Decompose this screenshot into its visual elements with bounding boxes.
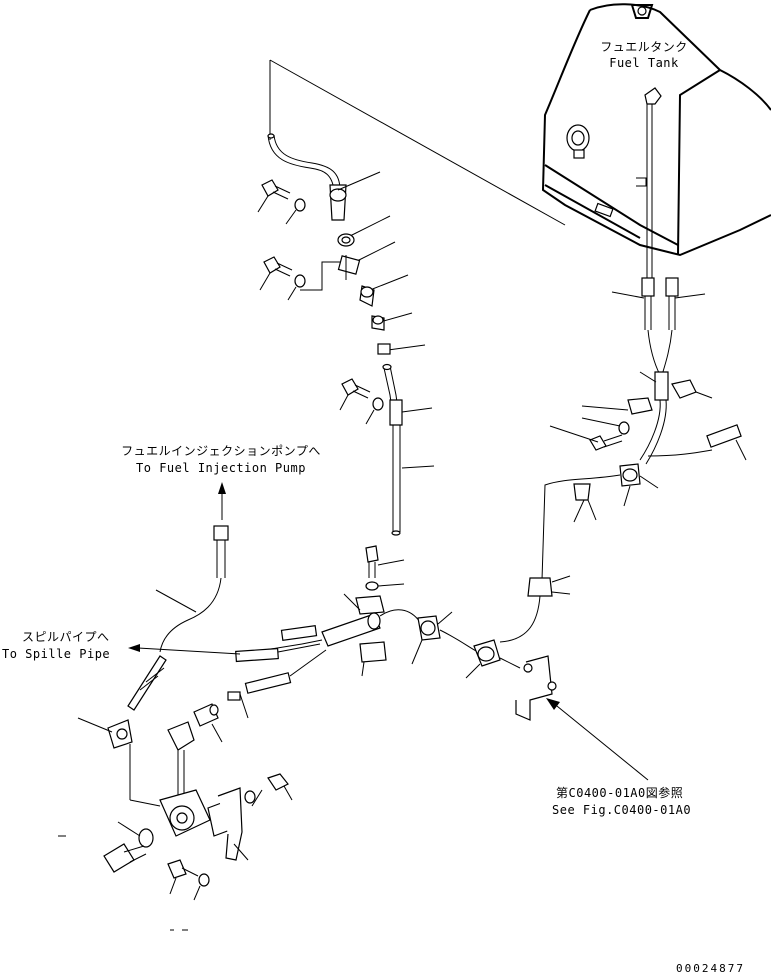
left-lower-chain bbox=[58, 482, 327, 931]
see-figure-label-en: See Fig.C0400-01A0 bbox=[552, 803, 692, 817]
spill-pipe-label-jp: スピルパイプへ bbox=[22, 630, 110, 644]
drawing-number: 00024877 bbox=[676, 962, 745, 975]
injection-pump-label-en: To Fuel Injection Pump bbox=[136, 461, 306, 475]
fuel-tank bbox=[541, 3, 771, 280]
center-junction bbox=[239, 545, 649, 781]
upper-hose-chain bbox=[267, 133, 435, 536]
fuel-tank-label-jp: フュエルタンク bbox=[600, 40, 688, 54]
injection-pump-label-jp: フュエルインジェクションポンプへ bbox=[121, 444, 321, 458]
reference-outline bbox=[269, 59, 566, 226]
bolt-washer-sets-upper bbox=[257, 179, 384, 425]
see-figure-label-jp: 第C0400-01A0図参照 bbox=[556, 786, 684, 800]
fuel-tank-label-en: Fuel Tank bbox=[609, 56, 679, 70]
spill-pipe-label-en: To Spille Pipe bbox=[2, 647, 111, 661]
right-hose-chain bbox=[499, 277, 747, 643]
